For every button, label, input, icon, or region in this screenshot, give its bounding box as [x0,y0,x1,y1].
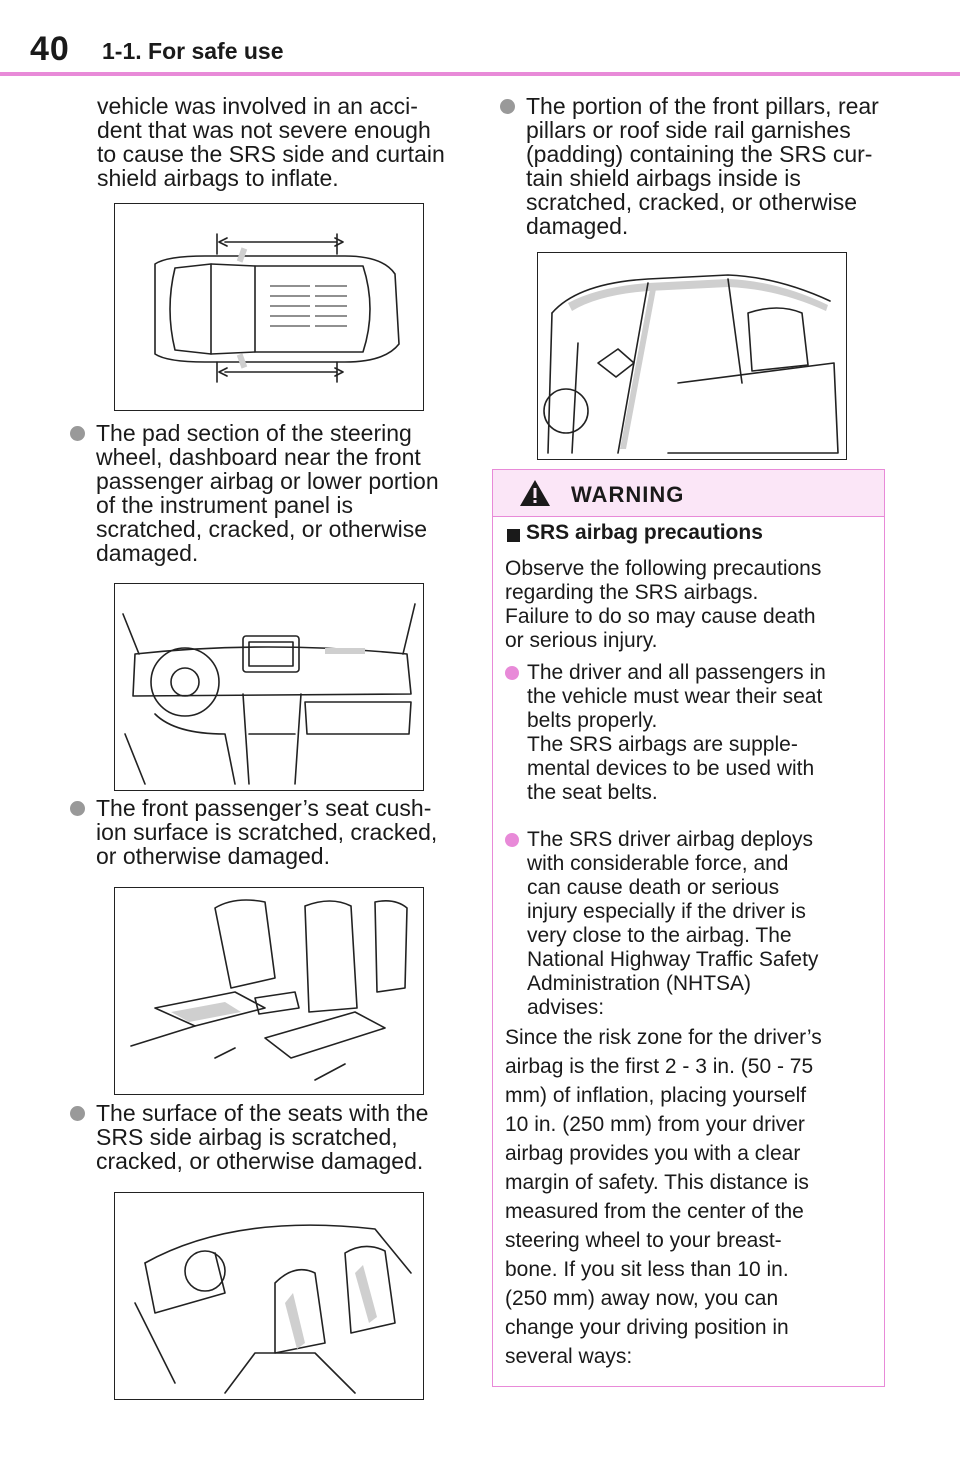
header-divider [0,72,960,76]
bullet-text: The surface of the seats with the SRS si… [96,1100,429,1174]
bullet-dot-icon [505,833,519,847]
square-marker-icon [507,529,520,542]
bullet-text: The pad section of the steering wheel, d… [96,420,439,566]
figure-vehicle-top-view [114,203,424,411]
warning-triangle-icon [520,480,550,506]
bullet-pillars: The portion of the front pillars, rear p… [500,94,900,244]
section-title: 1-1. For safe use [102,38,284,64]
figure-dashboard [114,583,424,791]
figure-front-seats [114,887,424,1095]
warning-header: WARNING [493,470,884,517]
page-number: 40 [30,30,70,68]
bullet-text: The portion of the front pillars, rear p… [526,93,879,239]
warning-closing: Since the risk zone for the driver’s air… [505,1026,822,1368]
bullet-text: The driver and all passengers in the veh… [527,661,826,804]
bullet-dot-icon [500,99,515,114]
bullet-side-airbag-seats: The surface of the seats with the SRS si… [70,1101,470,1181]
warning-box: WARNING SRS airbag precautions Observe t… [492,469,885,1387]
bullet-text: The SRS driver airbag deploys with consi… [527,828,819,1019]
warning-bullet-driver-airbag: The SRS driver airbag deploys with consi… [505,828,875,1028]
figure-interior-side-airbags [114,1192,424,1400]
figure-pillars-roof-rail [537,252,847,460]
front-seats-illustration [130,899,408,1081]
pillars-roof-rail-illustration [543,274,839,454]
interior-side-airbags-illustration [134,1224,412,1394]
bullet-steering-pad: The pad section of the steering wheel, d… [70,421,470,571]
warning-title: WARNING [571,482,685,507]
warning-intro: Observe the following precautions regard… [505,557,822,652]
vehicle-top-view-illustration [154,233,400,383]
bullet-dot-icon [70,801,85,816]
intro-paragraph: vehicle was involved in an acci- dent th… [97,93,445,191]
bullet-passenger-seat: The front passenger’s seat cush- ion sur… [70,796,470,876]
bullet-text: The front passenger’s seat cush- ion sur… [96,795,438,869]
bullet-dot-icon [70,426,85,441]
bullet-dot-icon [70,1106,85,1121]
bullet-dot-icon [505,666,519,680]
warning-bullet-seatbelts: The driver and all passengers in the veh… [505,661,875,811]
warning-subheading: SRS airbag precautions [526,521,763,544]
dashboard-illustration [122,603,416,785]
